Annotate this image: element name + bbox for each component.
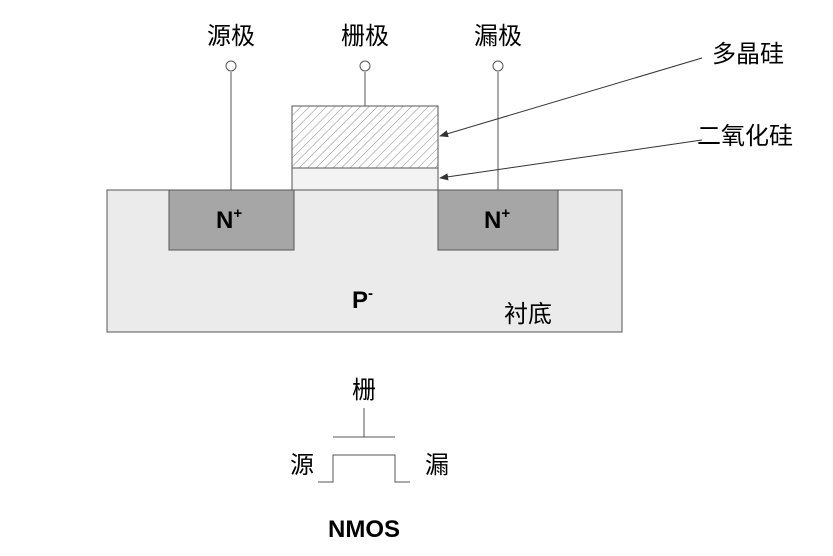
n-plus-left-label: N+ <box>216 205 242 234</box>
oxide-layer <box>291 167 439 191</box>
drain-terminal <box>492 60 504 72</box>
gate-label: 栅极 <box>341 22 389 50</box>
nmos-symbol: 栅 源 漏 <box>290 376 449 483</box>
source-label: 源极 <box>207 22 255 50</box>
polysilicon-label: 多晶硅 <box>712 40 784 68</box>
symbol-drain-label: 漏 <box>425 451 449 479</box>
oxide-arrow <box>439 139 703 181</box>
oxide-label: 二氧化硅 <box>697 122 793 150</box>
symbol-channel <box>318 454 410 483</box>
n-plus-right-label: N+ <box>484 205 510 234</box>
symbol-gate-label: 栅 <box>352 376 376 404</box>
symbol-source-label: 源 <box>290 451 314 479</box>
gate-terminal <box>359 60 371 72</box>
p-minus-label: P- <box>352 285 373 314</box>
substrate-label: 衬底 <box>504 300 552 328</box>
diagram-title: NMOS <box>328 516 400 543</box>
source-terminal <box>225 60 237 72</box>
drain-label: 漏极 <box>474 22 522 50</box>
polysilicon-arrow <box>439 57 703 138</box>
polysilicon-gate <box>291 105 439 169</box>
n-plus-source-region <box>168 189 295 251</box>
